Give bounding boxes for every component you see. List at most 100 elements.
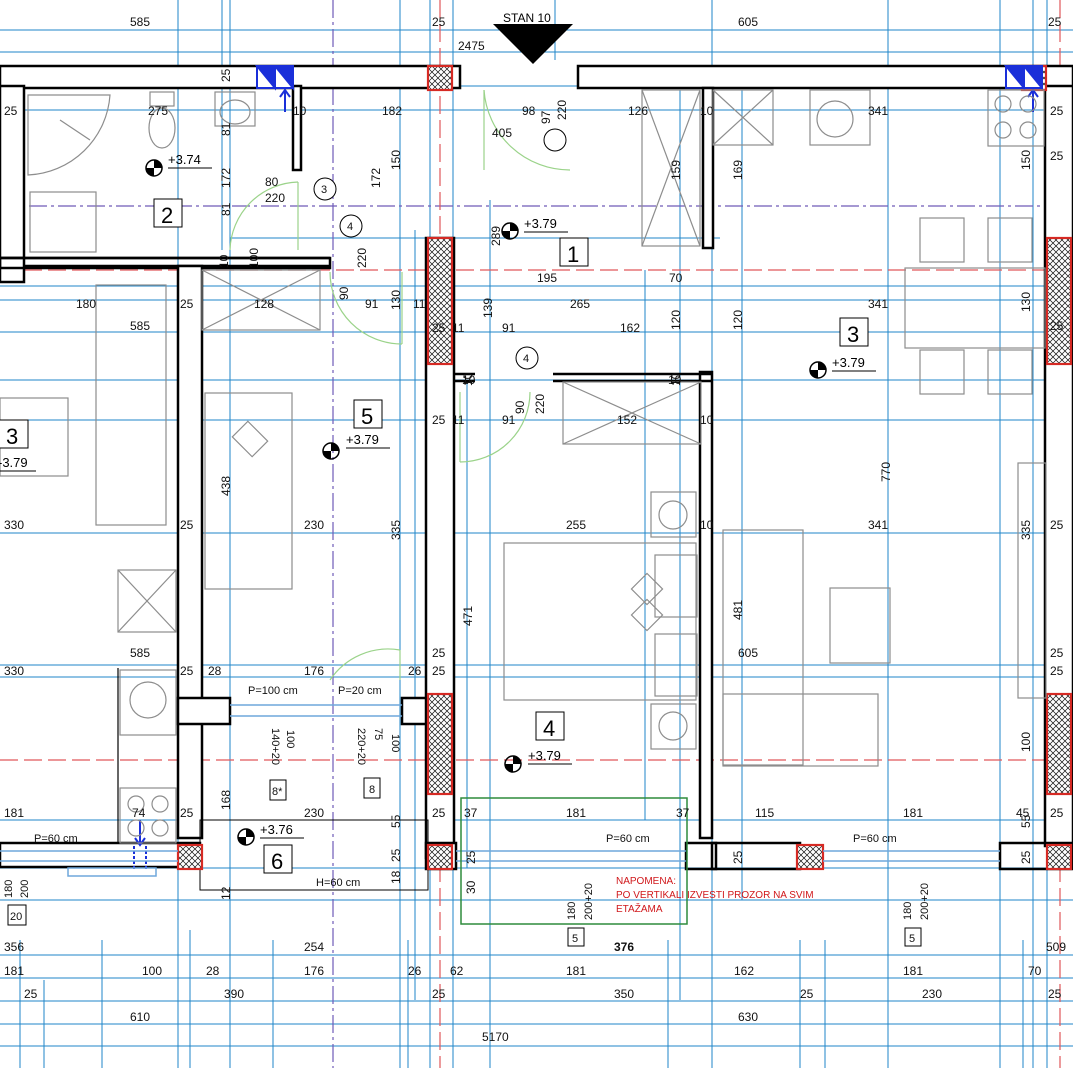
svg-text:172: 172 — [369, 168, 383, 188]
svg-text:25: 25 — [1050, 806, 1064, 820]
balcony-outline — [460, 797, 688, 925]
room-level: -3.79 — [0, 455, 28, 470]
svg-text:335: 335 — [389, 520, 403, 540]
svg-text:25: 25 — [432, 664, 446, 678]
svg-text:390: 390 — [224, 987, 244, 1001]
svg-text:220: 220 — [265, 191, 285, 205]
svg-text:126: 126 — [628, 104, 648, 118]
svg-text:172: 172 — [219, 168, 233, 188]
room-level: +3.79 — [832, 355, 865, 370]
room-level: +3.76 — [260, 822, 293, 837]
svg-text:115: 115 — [755, 806, 774, 820]
svg-text:25: 25 — [24, 987, 38, 1001]
svg-text:28: 28 — [208, 664, 222, 678]
svg-text:75: 75 — [372, 728, 384, 740]
svg-text:275: 275 — [148, 104, 168, 118]
room-number: 2 — [161, 203, 173, 228]
room-level: +3.79 — [524, 216, 557, 231]
dims-vertical: 25 81 172 81 100 10 172 150 97 220 159 1… — [217, 68, 1033, 900]
svg-text:81: 81 — [219, 202, 233, 216]
svg-text:25: 25 — [4, 104, 18, 118]
svg-text:18: 18 — [389, 870, 403, 884]
svg-text:120: 120 — [731, 310, 745, 330]
room-number: 4 — [543, 716, 555, 741]
dims-top: 585 25 605 25 2475 — [130, 15, 1062, 53]
svg-text:100: 100 — [1019, 732, 1033, 752]
svg-text:182: 182 — [382, 104, 402, 118]
svg-text:25: 25 — [1019, 850, 1033, 864]
walls — [0, 64, 1073, 891]
svg-text:91: 91 — [502, 413, 516, 427]
svg-text:605: 605 — [738, 646, 758, 660]
svg-text:70: 70 — [1028, 964, 1042, 978]
svg-text:25: 25 — [180, 806, 194, 820]
svg-text:25: 25 — [464, 850, 478, 864]
svg-text:159: 159 — [669, 160, 683, 180]
svg-text:P=100 cm: P=100 cm — [248, 685, 298, 697]
svg-text:2475: 2475 — [458, 39, 485, 53]
svg-text:100: 100 — [142, 964, 162, 978]
svg-text:NAPOMENA:: NAPOMENA: — [616, 876, 676, 887]
room-number: 6 — [271, 849, 283, 874]
svg-text:438: 438 — [219, 476, 233, 496]
svg-text:100: 100 — [247, 248, 261, 268]
svg-text:10: 10 — [668, 373, 682, 387]
svg-text:P=60 cm: P=60 cm — [606, 833, 650, 845]
svg-text:ETAŽAMA: ETAŽAMA — [616, 902, 663, 915]
svg-text:PO VERTIKALI IZVESTI PROZOR NA: PO VERTIKALI IZVESTI PROZOR NA SVIM — [616, 890, 814, 901]
svg-text:11: 11 — [452, 321, 465, 335]
svg-text:5: 5 — [909, 933, 915, 945]
brick-columns — [176, 64, 1073, 871]
svg-text:181: 181 — [4, 806, 24, 820]
room-number: 1 — [567, 242, 579, 267]
svg-text:74: 74 — [132, 806, 146, 820]
furniture — [0, 89, 1047, 844]
svg-text:289: 289 — [489, 226, 503, 246]
doors — [229, 89, 571, 681]
svg-text:585: 585 — [130, 15, 150, 29]
svg-text:H=60 cm: H=60 cm — [316, 877, 360, 889]
svg-text:341: 341 — [868, 104, 888, 118]
svg-text:255: 255 — [566, 518, 586, 532]
svg-text:25: 25 — [432, 321, 446, 335]
svg-text:200: 200 — [19, 880, 31, 898]
svg-text:265: 265 — [570, 297, 590, 311]
svg-text:81: 81 — [219, 122, 233, 136]
svg-text:181: 181 — [566, 806, 586, 820]
svg-text:140+20: 140+20 — [269, 728, 281, 765]
svg-text:90: 90 — [513, 400, 527, 414]
svg-text:30: 30 — [464, 880, 478, 894]
svg-text:5170: 5170 — [482, 1030, 509, 1044]
svg-text:230: 230 — [304, 518, 324, 532]
svg-text:25: 25 — [1050, 518, 1064, 532]
room-level: +3.74 — [168, 152, 201, 167]
svg-text:181: 181 — [566, 964, 586, 978]
svg-text:128: 128 — [254, 297, 274, 311]
svg-text:139: 139 — [481, 298, 495, 318]
dims-bottom: 356 254 376 509 181 100 28 176 26 62 181… — [4, 940, 1066, 1044]
svg-text:200+20: 200+20 — [583, 883, 595, 920]
svg-text:25: 25 — [180, 297, 194, 311]
svg-text:25: 25 — [432, 987, 446, 1001]
svg-text:100: 100 — [284, 730, 296, 748]
svg-text:180: 180 — [566, 902, 578, 920]
svg-text:200+20: 200+20 — [919, 883, 931, 920]
svg-text:356: 356 — [4, 940, 24, 954]
svg-text:152: 152 — [617, 413, 637, 427]
svg-text:25: 25 — [800, 987, 814, 1001]
svg-text:181: 181 — [4, 964, 24, 978]
svg-text:330: 330 — [4, 664, 24, 678]
svg-text:25: 25 — [219, 68, 233, 82]
svg-text:26: 26 — [408, 964, 422, 978]
svg-text:220: 220 — [355, 248, 369, 268]
svg-text:8: 8 — [369, 784, 375, 796]
stan-title: STAN 10 — [503, 11, 551, 25]
svg-text:25: 25 — [432, 15, 446, 29]
svg-text:254: 254 — [304, 940, 324, 954]
svg-text:180: 180 — [3, 880, 15, 898]
svg-text:120: 120 — [669, 310, 683, 330]
svg-text:130: 130 — [389, 290, 403, 310]
svg-text:25: 25 — [1048, 15, 1062, 29]
svg-text:55: 55 — [1019, 814, 1033, 828]
